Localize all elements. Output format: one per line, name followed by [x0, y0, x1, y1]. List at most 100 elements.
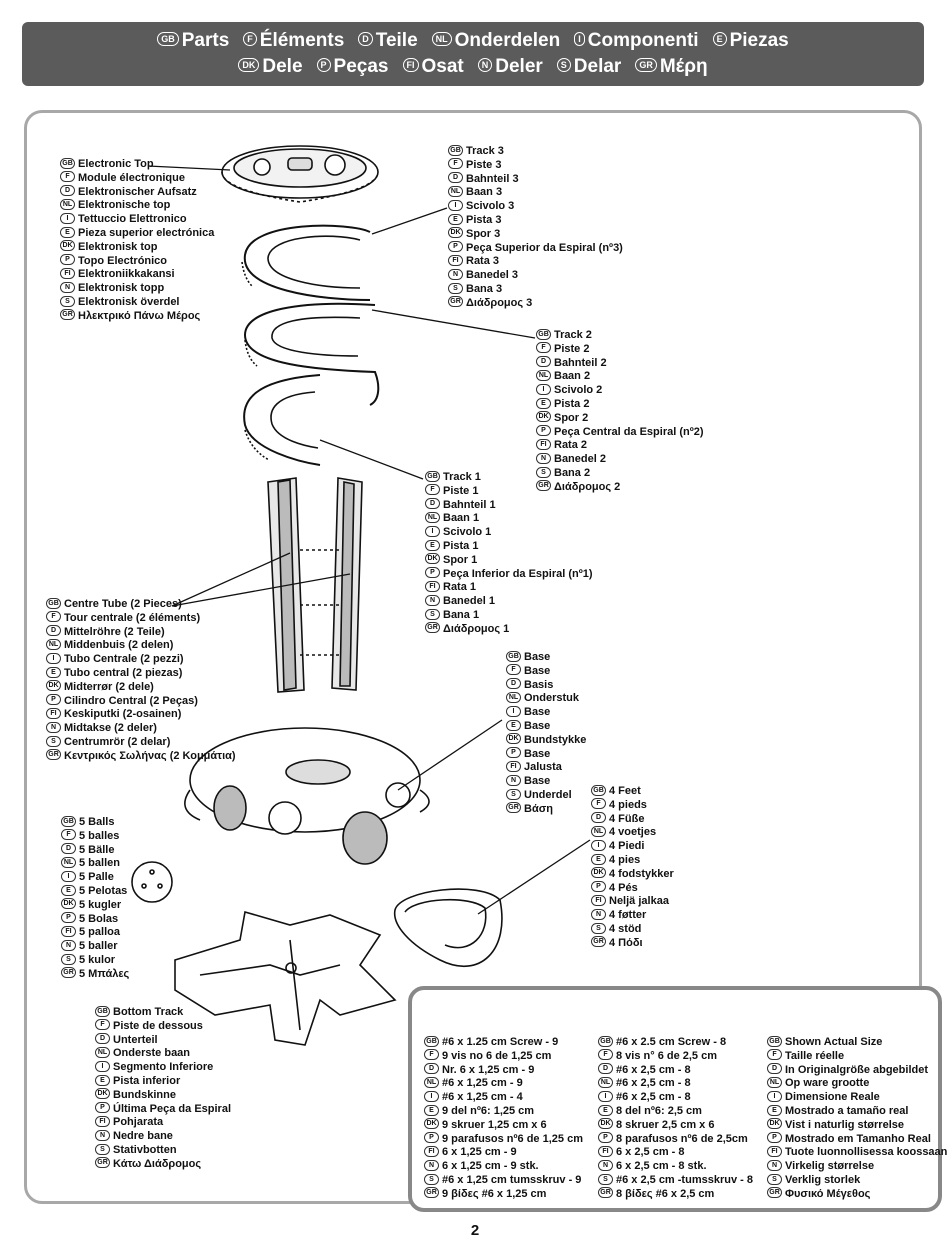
language-code-badge: N: [95, 1129, 110, 1141]
label-text: Elektronischer Aufsatz: [78, 185, 197, 198]
label-line: S#6 x 1,25 cm tumsskruv - 9: [424, 1173, 583, 1188]
language-code-badge: I: [61, 870, 76, 882]
foot-illustration: [393, 888, 503, 967]
label-text: 5 palloa: [79, 926, 120, 939]
language-code-badge: NL: [61, 856, 76, 868]
label-text: Bahnteil 1: [443, 498, 496, 511]
label-text: 6 x 1,25 cm - 9: [442, 1146, 517, 1159]
language-code-badge: GR: [506, 802, 521, 814]
label-text: Banedel 2: [554, 453, 606, 466]
label-text: Ηλεκτρικό Πάνω Μέρος: [78, 309, 201, 322]
label-text: 4 voetjes: [609, 826, 657, 839]
language-code-badge: GR: [635, 57, 657, 72]
label-text: 5 balles: [79, 829, 120, 842]
label-text: Jalusta: [524, 761, 562, 774]
label-text: 8 βίδες #6 x 2,5 cm: [616, 1187, 715, 1200]
language-code-badge: D: [448, 172, 463, 184]
language-code-badge: D: [60, 185, 75, 197]
language-code-badge: N: [598, 1159, 613, 1171]
language-code-badge: GB: [61, 815, 76, 827]
language-code-badge: P: [425, 567, 440, 579]
label-text: 4 Feet: [609, 785, 641, 797]
language-code-badge: P: [316, 57, 331, 72]
language-code-badge: GR: [591, 936, 606, 948]
label-text: 4 pieds: [609, 798, 647, 811]
language-code-badge: I: [574, 31, 585, 46]
language-code-badge: D: [61, 843, 76, 855]
language-code-badge: D: [95, 1033, 110, 1045]
language-code-badge: P: [46, 694, 61, 706]
label-text: 4 Piedi: [609, 840, 645, 853]
label-text: 9 skruer 1,25 cm x 6: [442, 1118, 547, 1131]
label-text: Elektronisk top: [78, 240, 158, 253]
label-text: Elektroniikkakansi: [78, 268, 175, 281]
label-text: #6 x 1,25 cm tumsskruv - 9: [442, 1173, 582, 1186]
language-code-badge: GB: [424, 1035, 439, 1047]
label-text: Elektronisk topp: [78, 282, 165, 295]
header-item-label: Delar: [573, 56, 622, 77]
label-text: Underdel: [524, 788, 572, 801]
language-code-badge: NL: [425, 511, 440, 523]
language-code-badge: GB: [425, 470, 440, 482]
language-code-badge: E: [60, 226, 75, 238]
label-text: Base: [524, 706, 551, 719]
label-text: 6 x 2,5 cm - 8: [616, 1146, 685, 1159]
label-text: Spor 2: [554, 411, 589, 424]
language-code-badge: S: [448, 282, 463, 294]
language-code-badge: I: [591, 839, 606, 851]
language-code-badge: I: [506, 705, 521, 717]
label-text: Tuote luonnollisessa koossaan: [785, 1146, 948, 1159]
label-text: Bottom Track: [113, 1006, 184, 1018]
label-text: Taille réelle: [785, 1049, 845, 1062]
label-text: Scivolo 2: [554, 384, 603, 397]
screws-box: [408, 986, 942, 1212]
label-text: Track 2: [554, 329, 592, 341]
language-code-badge: F: [46, 611, 61, 623]
label-text: 5 ballen: [79, 857, 120, 870]
label-text: 6 x 2,5 cm - 8 stk.: [616, 1160, 707, 1173]
language-code-badge: GR: [95, 1157, 110, 1169]
label-text: Dimensione Reale: [785, 1091, 880, 1104]
language-code-badge: F: [243, 31, 257, 46]
language-code-badge: DK: [425, 553, 440, 565]
language-code-badge: DK: [767, 1118, 782, 1130]
label-text: 9 βίδες #6 x 1,25 cm: [442, 1187, 547, 1200]
language-code-badge: I: [536, 383, 551, 395]
label-text: 5 Palle: [79, 871, 114, 884]
label-text: 4 Füße: [609, 812, 645, 825]
